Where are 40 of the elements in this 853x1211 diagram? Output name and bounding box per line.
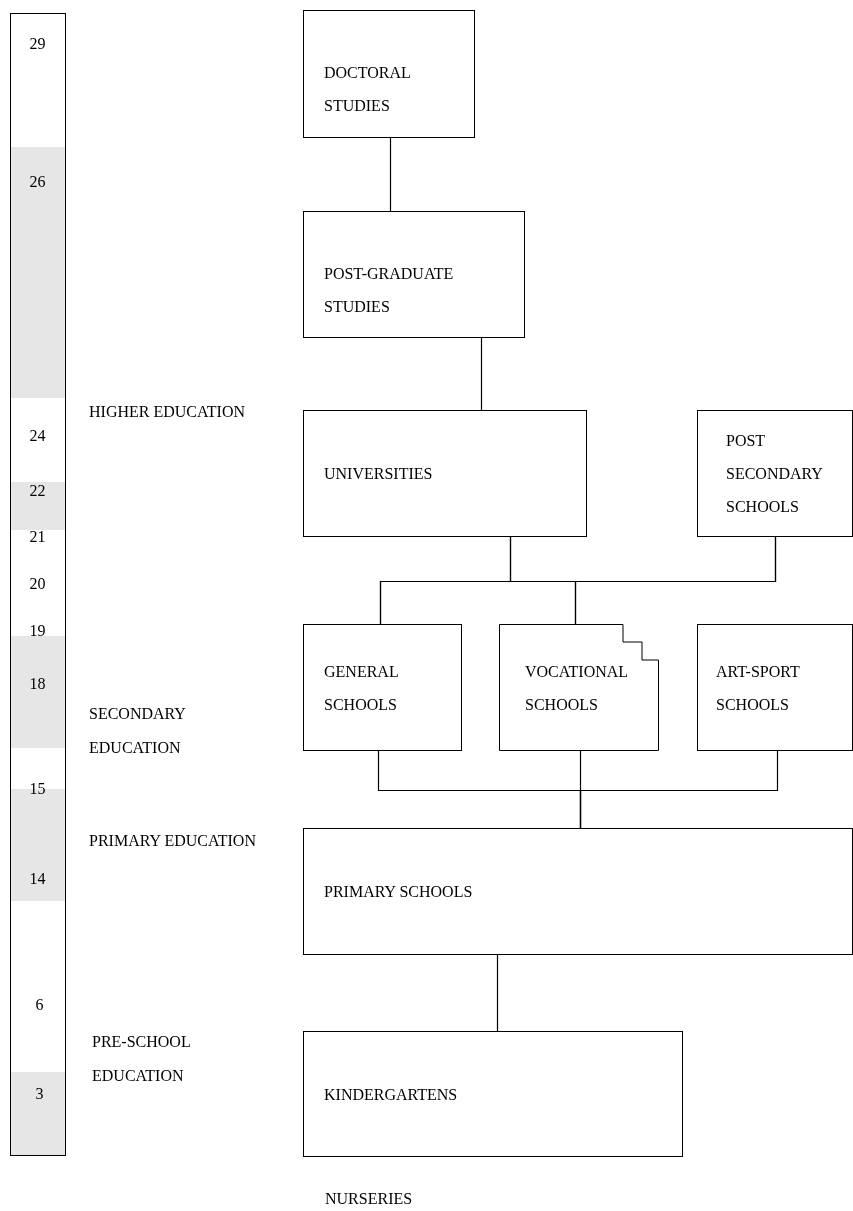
age-number: 26	[28, 172, 47, 192]
age-number: 6	[34, 995, 45, 1015]
age-number: 19	[28, 621, 47, 641]
age-number: 20	[28, 574, 47, 594]
age-number: 18	[28, 674, 47, 694]
process-box	[303, 211, 525, 338]
process-box	[303, 10, 475, 138]
node-label: KINDERGARTENS	[324, 1084, 459, 1105]
stage-label: NURSERIES	[325, 1189, 414, 1209]
node-label: GENERAL SCHOOLS	[324, 661, 400, 715]
process-box	[303, 1031, 683, 1157]
stage-label: PRIMARY EDUCATION	[89, 831, 257, 851]
connector-line	[574, 536, 777, 625]
node-label: POST SECONDARY SCHOOLS	[726, 431, 824, 517]
notched-box	[499, 624, 659, 751]
node-label: ART-SPORT SCHOOLS	[716, 661, 801, 715]
node-label: VOCATIONAL SCHOOLS	[525, 661, 629, 715]
age-number: 29	[28, 34, 47, 54]
node-label: DOCTORAL STUDIES	[324, 63, 412, 116]
age-number: 15	[28, 779, 47, 799]
process-box	[303, 828, 853, 955]
process-box	[697, 624, 853, 751]
node-label: POST-GRADUATE STUDIES	[324, 263, 455, 317]
age-number: 14	[28, 869, 47, 889]
connector-line	[496, 954, 499, 1032]
process-box	[303, 624, 462, 751]
node-label: UNIVERSITIES	[324, 464, 434, 484]
stage-label: SECONDARY EDUCATION	[89, 704, 187, 758]
age-number: 3	[34, 1084, 45, 1104]
connector-line	[579, 750, 779, 829]
node-label: PRIMARY SCHOOLS	[324, 882, 474, 902]
connector-line	[389, 137, 392, 212]
age-number: 24	[28, 426, 47, 446]
connector-line	[480, 337, 483, 411]
stage-label: PRE-SCHOOL EDUCATION	[92, 1032, 192, 1086]
process-box	[697, 410, 853, 537]
stage-label: HIGHER EDUCATION	[89, 402, 246, 422]
process-box	[303, 410, 587, 537]
age-number: 22	[28, 481, 47, 501]
age-number: 21	[28, 527, 47, 547]
